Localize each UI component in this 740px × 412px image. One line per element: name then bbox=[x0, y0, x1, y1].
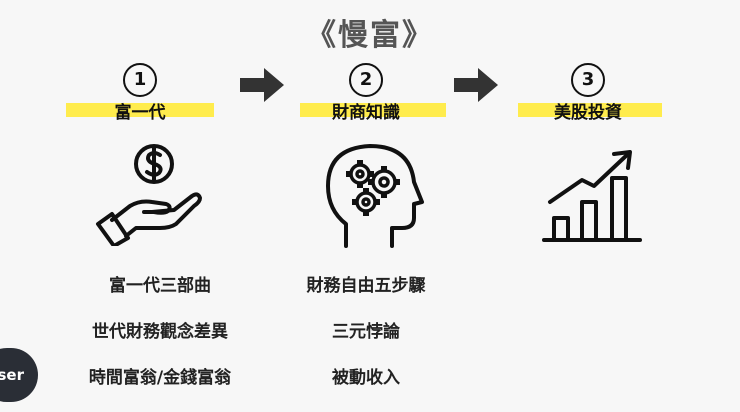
step-1-topics: 富一代三部曲 世代財務觀念差異 時間富翁/金錢富翁 bbox=[60, 274, 260, 412]
step-2-highlight bbox=[300, 103, 446, 117]
list-item: 三元悖論 bbox=[332, 322, 400, 342]
list-item: 財務自由五步驟 bbox=[306, 276, 426, 296]
step-3-highlight bbox=[518, 103, 662, 117]
page-title: 《慢富》 bbox=[306, 18, 434, 53]
arrow-right-icon bbox=[454, 68, 498, 102]
step-2: 2 財商知識 bbox=[296, 63, 446, 125]
list-item: 時間富翁/金錢富翁 bbox=[88, 368, 232, 388]
list-item: 世代財務觀念差異 bbox=[92, 322, 228, 342]
step-label-1: 富一代 bbox=[114, 103, 166, 123]
list-item: 被動收入 bbox=[332, 368, 400, 388]
step-number-2: 2 bbox=[349, 63, 383, 97]
step-3: 3 美股投資 bbox=[518, 63, 662, 125]
step-number-1: 1 bbox=[123, 63, 157, 97]
step-label-3: 美股投資 bbox=[554, 103, 622, 123]
step-1: 1 富一代 bbox=[66, 63, 214, 125]
list-item: 富一代三部曲 bbox=[109, 276, 211, 296]
growth-chart-icon bbox=[542, 150, 642, 242]
brain-gears-icon bbox=[326, 144, 424, 248]
step-number-3: 3 bbox=[571, 63, 605, 97]
step-2-topics: 財務自由五步驟 三元悖論 被動收入 bbox=[274, 274, 458, 412]
dollar-hand-icon bbox=[96, 144, 202, 246]
step-label-2: 財商知識 bbox=[332, 103, 400, 123]
arrow-right-icon bbox=[240, 68, 284, 102]
step-1-highlight bbox=[66, 103, 214, 117]
user-badge[interactable]: ser bbox=[0, 348, 38, 402]
